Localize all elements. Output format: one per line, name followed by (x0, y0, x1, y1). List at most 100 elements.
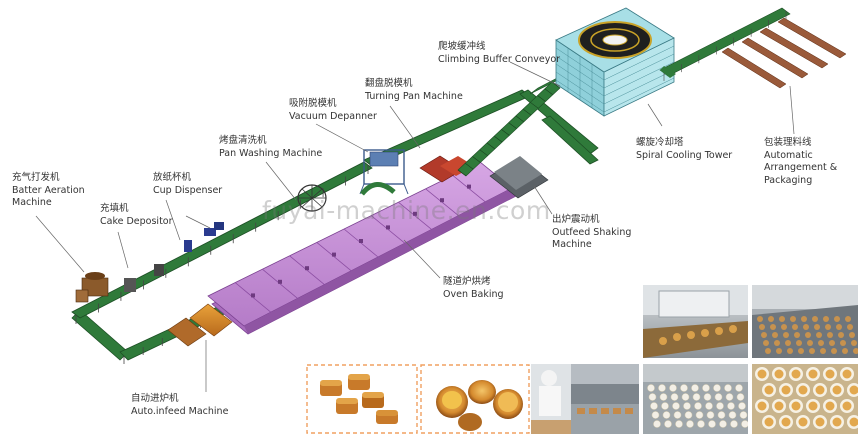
paper-cup (685, 411, 692, 418)
oven-stack (359, 239, 363, 243)
paper-cup (713, 384, 720, 391)
baked-cup-top (765, 386, 774, 395)
paper-cup (707, 411, 714, 418)
packaging-branch-2 (742, 38, 808, 78)
cake-products-image (306, 364, 418, 434)
baked-cup-top (826, 402, 835, 411)
label-batter-aeration: 充气打发机 Batter Aeration Machine (12, 172, 85, 210)
tray-cup (783, 332, 789, 338)
tray-cup (759, 324, 765, 330)
paper-cup (663, 411, 670, 418)
label-vacuum-depanner: 吸附脱模机 Vacuum Depanner (289, 98, 377, 123)
tray-cup (809, 348, 815, 354)
tray-cup (770, 324, 776, 330)
tray-cup (803, 324, 809, 330)
tart-products-image (420, 364, 530, 434)
paper-cup (727, 402, 734, 409)
tray-cup (774, 340, 780, 346)
vacuum-depanner-unit (360, 150, 408, 194)
paper-cup (705, 402, 712, 409)
tray-cup (827, 332, 833, 338)
tray-cup (792, 324, 798, 330)
label-spiral-cooling: 螺旋冷却塔 Spiral Cooling Tower (636, 137, 732, 162)
baked-cup-top (833, 386, 842, 395)
baked-cup-top (758, 402, 767, 411)
baked-cup-top (833, 418, 842, 427)
paper-cup (649, 393, 656, 400)
tray-cup (842, 348, 848, 354)
paper-cup (693, 393, 700, 400)
tray-cup (790, 316, 796, 322)
oven-stack (467, 185, 471, 189)
packaging-branch-1 (722, 48, 786, 88)
paper-cup (704, 393, 711, 400)
tray-cup (787, 348, 793, 354)
photo-cup-cakes (643, 364, 748, 434)
paper-cup (664, 420, 671, 427)
tray-cup (776, 348, 782, 354)
paper-cup (730, 420, 737, 427)
paper-cup (724, 384, 731, 391)
photo-tart-products (420, 364, 530, 434)
paper-cup (650, 402, 657, 409)
label-cake-depositor: 充填机 Cake Depositor (100, 203, 173, 228)
paper-cup (686, 420, 693, 427)
label-packaging: 包装理料线 Automatic Arrangement & Packaging (764, 137, 837, 187)
baked-cup-top (843, 402, 852, 411)
photo-depositing-operation (531, 364, 639, 434)
tray-cup (847, 324, 853, 330)
label-turning-pan: 翻盘脱模机 Turning Pan Machine (365, 78, 463, 103)
baked-cup-top (799, 418, 808, 427)
spiral-cooling-tower (556, 8, 674, 116)
tray-cup (798, 348, 804, 354)
photo-oven-interior (643, 285, 748, 358)
label-outfeed-shaking: 出炉震动机 Outfeed Shaking Machine (552, 214, 631, 252)
paper-cup (726, 393, 733, 400)
tray-cup (838, 332, 844, 338)
paper-cup (702, 384, 709, 391)
photo-baked-cups (752, 364, 858, 434)
tray-cup (768, 316, 774, 322)
packaging-line (660, 8, 846, 88)
paper-cup (735, 384, 742, 391)
tray-cup (814, 324, 820, 330)
photo-oven-trays (752, 285, 858, 358)
cup-cakes-image (643, 364, 748, 434)
tray-cup (807, 340, 813, 346)
paper-cup (696, 411, 703, 418)
baked-cup-top (782, 386, 791, 395)
paper-cup (661, 402, 668, 409)
oven-stack (386, 225, 390, 229)
tray-cup (818, 340, 824, 346)
baked-cup-top (765, 418, 774, 427)
label-oven-baking: 隧道炉烘烤 Oven Baking (443, 276, 504, 301)
tray-cup (812, 316, 818, 322)
paper-cup (737, 393, 744, 400)
paper-cup (740, 411, 747, 418)
label-cup-dispenser: 放纸杯机 Cup Dispenser (153, 172, 222, 197)
baked-cup-top (792, 402, 801, 411)
paper-cup (669, 384, 676, 391)
baked-cup-top (816, 418, 825, 427)
packaging-branch-4 (778, 18, 846, 58)
tray-cup (849, 332, 855, 338)
tray-cup (805, 332, 811, 338)
tray-cup (845, 316, 851, 322)
paper-cup (671, 393, 678, 400)
paper-cup (683, 402, 690, 409)
tray-cup (794, 332, 800, 338)
depositing-operation-image (531, 364, 639, 434)
oven-trays-image (752, 285, 858, 358)
paper-cup (691, 384, 698, 391)
paper-cup (697, 420, 704, 427)
tray-cup (836, 324, 842, 330)
baked-cup-top (775, 402, 784, 411)
baked-cup-top (816, 386, 825, 395)
tray-cup (757, 316, 763, 322)
baked-cup-top (809, 402, 818, 411)
baked-cup-top (782, 418, 791, 427)
tray-cup (820, 348, 826, 354)
tray-cup (801, 316, 807, 322)
tray-cup (816, 332, 822, 338)
watermark: fuyai-machine.en.com (262, 196, 551, 225)
